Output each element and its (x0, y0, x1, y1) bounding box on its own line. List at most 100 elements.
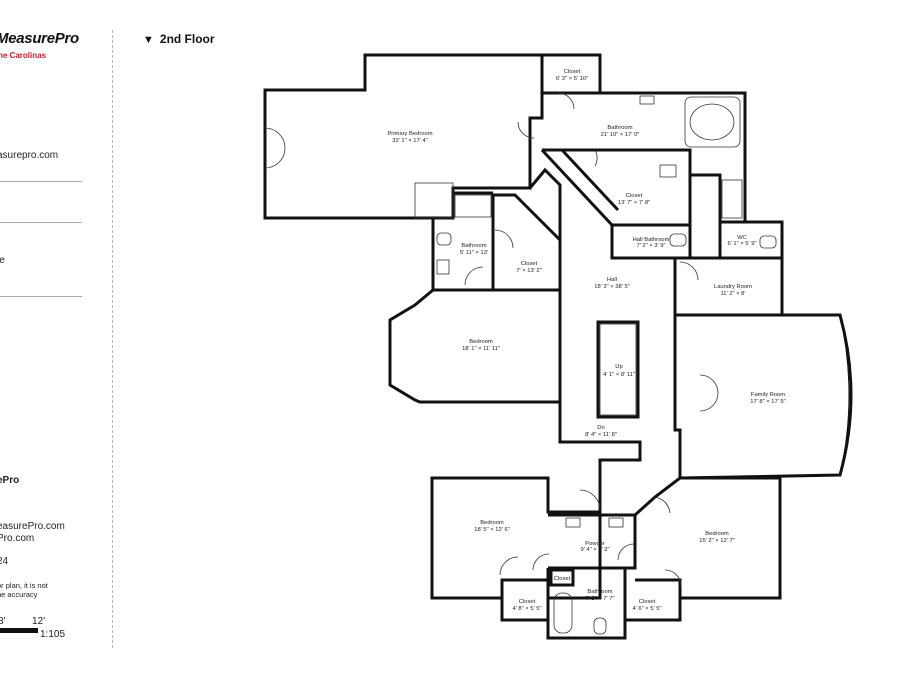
door-swing-icon (494, 229, 514, 249)
room-name: Closet (564, 69, 581, 75)
door-swing-icon (517, 121, 535, 139)
wall-closet-top (542, 53, 602, 95)
door-swing-icon (557, 92, 575, 110)
room-name: Bathroom (587, 589, 612, 595)
room-dims: 18' 3" × 38' 5" (594, 284, 630, 290)
collapse-triangle-icon[interactable]: ▼ (143, 34, 154, 46)
room-name: Laundry Room (714, 284, 752, 290)
door-swing-icon (664, 569, 682, 587)
company-name: ePro (0, 475, 20, 486)
wall-hall (528, 167, 677, 512)
door-swing-icon (699, 374, 719, 412)
sink-icon (436, 259, 450, 275)
sink-icon (608, 517, 624, 528)
room-name: Bedroom (480, 520, 504, 526)
website-link-2[interactable]: Pro.com (0, 533, 35, 544)
brand-logo-text: MeasurePro (0, 30, 79, 47)
bathtub-icon (684, 96, 741, 148)
room-name: Bathroom (461, 243, 486, 249)
room-dims: 4' 8" × 5' 5" (512, 606, 541, 612)
room-name: Closet (519, 599, 536, 605)
fixtures (264, 92, 777, 635)
room-dims: 17' 8" × 17' 5" (750, 399, 786, 405)
room-dims: 8' 4" × 11' 8" (585, 432, 617, 438)
door-swing-icon (617, 543, 635, 561)
door-swing-icon (532, 553, 550, 571)
room-name: Powder (585, 541, 605, 547)
room-name: WC (737, 235, 747, 241)
door-swing-icon (654, 496, 671, 514)
room-dims: 11' 2" × 8' (721, 291, 746, 297)
website-link[interactable]: asurepro.com (0, 150, 59, 161)
company-sidebar: MeasurePro he Carolinas l asurepro.com t… (0, 0, 112, 675)
room-dims: 13' 7" × 7' 8" (618, 200, 650, 206)
sink-icon (565, 517, 581, 528)
brand-region: he Carolinas (0, 51, 47, 60)
room-labels: Primary Bedroom 32' 1" × 17' 4" Closet 6… (387, 69, 785, 612)
room-dims: 32' 1" × 17' 4" (392, 138, 428, 144)
wall-primary-bedroom (263, 53, 544, 220)
door-swing-icon (579, 489, 601, 511)
room-dims: 18' 1" × 11' 11" (462, 346, 500, 352)
room-dims: 4' 6" × 5' 5" (632, 606, 661, 612)
wall-sw-bedroom (430, 476, 602, 600)
room-dims: 4' 1" × 8' 11" (603, 372, 635, 378)
wall-closet-mid (540, 148, 692, 227)
email-link[interactable]: easurePro.com (0, 521, 65, 532)
door-swing-icon (264, 127, 286, 169)
stair-treads (599, 323, 637, 416)
sidebar-divider (0, 296, 82, 297)
wall-closet-sw (500, 580, 548, 622)
disclaimer-line-2: he accuracy (0, 590, 38, 599)
door-swing-icon (499, 556, 519, 576)
sidebar-divider (0, 181, 82, 182)
room-name: Hall Bathroom (633, 237, 670, 243)
scale-end-label: 12' (32, 616, 46, 627)
sink-icon (659, 164, 677, 178)
stair-up (596, 320, 640, 419)
door-swing-icon (464, 266, 484, 286)
room-dims: 9' 4" × 5' 2" (580, 547, 609, 553)
room-dims: 18' 5" × 12' 6" (474, 527, 510, 533)
door-swing-icon (594, 149, 598, 167)
room-name: Dn (597, 425, 604, 431)
room-name: Closet (626, 193, 643, 199)
wall-powder (548, 513, 637, 570)
bathtub-south-icon (553, 592, 573, 634)
closet-small-box (549, 568, 575, 587)
shower-icon (721, 179, 743, 219)
floor-title-text: 2nd Floor (159, 32, 215, 46)
room-name: Primary Bedroom (387, 131, 432, 137)
room-dims: 7' 8" × 7' 7" (585, 596, 614, 602)
room-dims: 15' 2" × 12' 7" (699, 538, 735, 544)
room-name: Up (615, 364, 622, 370)
room-name: Bedroom (705, 531, 729, 537)
wall-family-bay (839, 314, 850, 476)
room-dims: 7' × 13' 2" (516, 268, 541, 274)
shower-left-icon (454, 194, 492, 218)
scale-bar (0, 628, 38, 633)
sidebar-separator (112, 30, 113, 648)
wall-primary-bathroom (542, 91, 747, 224)
phone-number: 24 (0, 556, 9, 567)
room-name: Family Room (751, 392, 785, 398)
toilet-icon (759, 235, 777, 249)
toilet-hall-icon (669, 233, 687, 247)
toilet-south-icon (593, 617, 607, 635)
sink-icon (639, 95, 655, 105)
wall-left-closet (493, 193, 562, 292)
room-name: Closet (554, 576, 571, 582)
sidebar-info: le (0, 255, 5, 266)
toilet-icon (436, 232, 452, 246)
walls (263, 53, 853, 640)
room-name: Closet (521, 261, 538, 267)
room-dims: 6' 1" × 5' 9" (727, 241, 756, 247)
floor-title: ▼ 2nd Floor (143, 32, 215, 46)
wall-wc (718, 220, 784, 260)
room-name: Hall (607, 277, 617, 283)
room-dims: 5' 11" × 13' (460, 250, 488, 256)
door-swing-icon (679, 261, 699, 281)
room-dims: 6' 3" × 5' 10" (556, 76, 588, 82)
room-name: Bathroom (607, 125, 632, 131)
room-dims: 7' 2" × 3' 9" (636, 243, 665, 249)
